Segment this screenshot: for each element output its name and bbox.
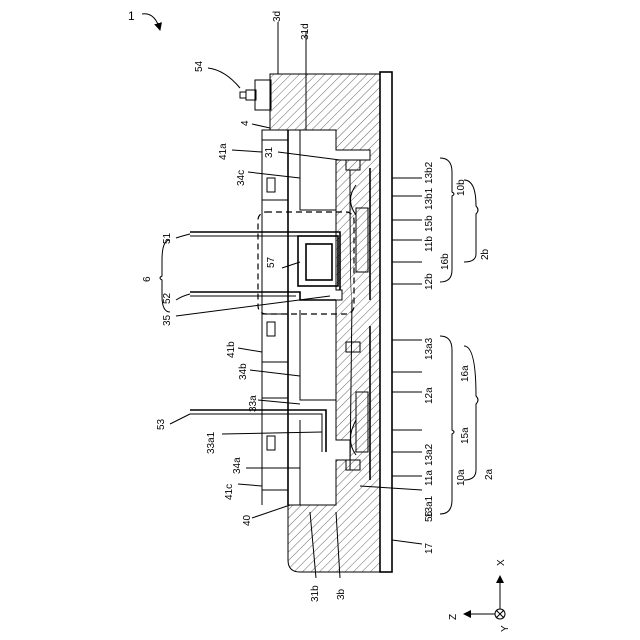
axis-z-label: Z [448, 614, 459, 620]
label-15a: 15a [460, 427, 471, 444]
label-35: 35 [162, 314, 173, 326]
label-16a: 16a [460, 365, 471, 382]
label-33a: 33a [248, 395, 259, 412]
label-15b: 15b [424, 215, 435, 232]
axis-y-label: Y [500, 625, 511, 632]
label-16b: 16b [440, 253, 451, 270]
label-51: 51 [162, 232, 173, 244]
label-33a1: 33a1 [206, 431, 217, 454]
label-12b: 12b [424, 273, 435, 290]
label-53: 53 [156, 418, 167, 430]
label-12a: 12a [424, 387, 435, 404]
figure-ref-arrow [142, 14, 160, 30]
pad-1 [267, 178, 275, 192]
label-10a: 10a [456, 469, 467, 486]
label-34c: 34c [236, 170, 247, 186]
label-41b: 41b [226, 341, 237, 358]
label-11b: 11b [424, 236, 435, 252]
label-2a: 2a [484, 468, 495, 480]
label-40: 40 [242, 514, 253, 526]
label-2b: 2b [480, 248, 491, 260]
heat-sink-plate [380, 72, 392, 572]
label-57: 57 [266, 256, 277, 268]
label-3b: 3b [336, 588, 347, 600]
label-34a: 34a [232, 457, 243, 474]
label-41c: 41c [224, 484, 235, 500]
brace-10a [440, 336, 454, 514]
axis-x-label: X [496, 559, 507, 566]
label-31b: 31b [310, 585, 321, 602]
terminal-54-body [240, 90, 256, 100]
figure-ref-label: 1 [128, 9, 135, 23]
connector-housing-41b [262, 314, 288, 362]
label-11a: 11a [424, 470, 435, 486]
label-17: 17 [424, 542, 435, 554]
label-31: 31 [264, 146, 275, 158]
label-4: 4 [240, 120, 251, 126]
label-3d: 3d [272, 11, 283, 22]
axis-indicator [464, 576, 505, 619]
pad-2 [267, 322, 275, 336]
case-body [270, 74, 380, 572]
cavity-34c [300, 130, 336, 210]
label-34b: 34b [238, 363, 249, 380]
cavity-34b [300, 310, 336, 400]
label-52: 52 [162, 292, 173, 304]
label-41a: 41a [218, 143, 229, 160]
label-13a3: 13a3 [424, 337, 435, 360]
capacitor-57-inner [306, 244, 332, 280]
label-13b1: 13b1 [424, 187, 435, 210]
label-6: 6 [142, 276, 153, 282]
label-31d: 31d [300, 23, 311, 40]
label-56: 56 [424, 510, 435, 522]
label-54: 54 [194, 60, 205, 72]
terminal-boss [255, 80, 271, 110]
terminal-51 [190, 232, 340, 290]
pad-3 [267, 436, 275, 450]
label-13a2: 13a2 [424, 443, 435, 466]
label-13b2: 13b2 [424, 161, 435, 184]
label-10b: 10b [456, 179, 467, 196]
